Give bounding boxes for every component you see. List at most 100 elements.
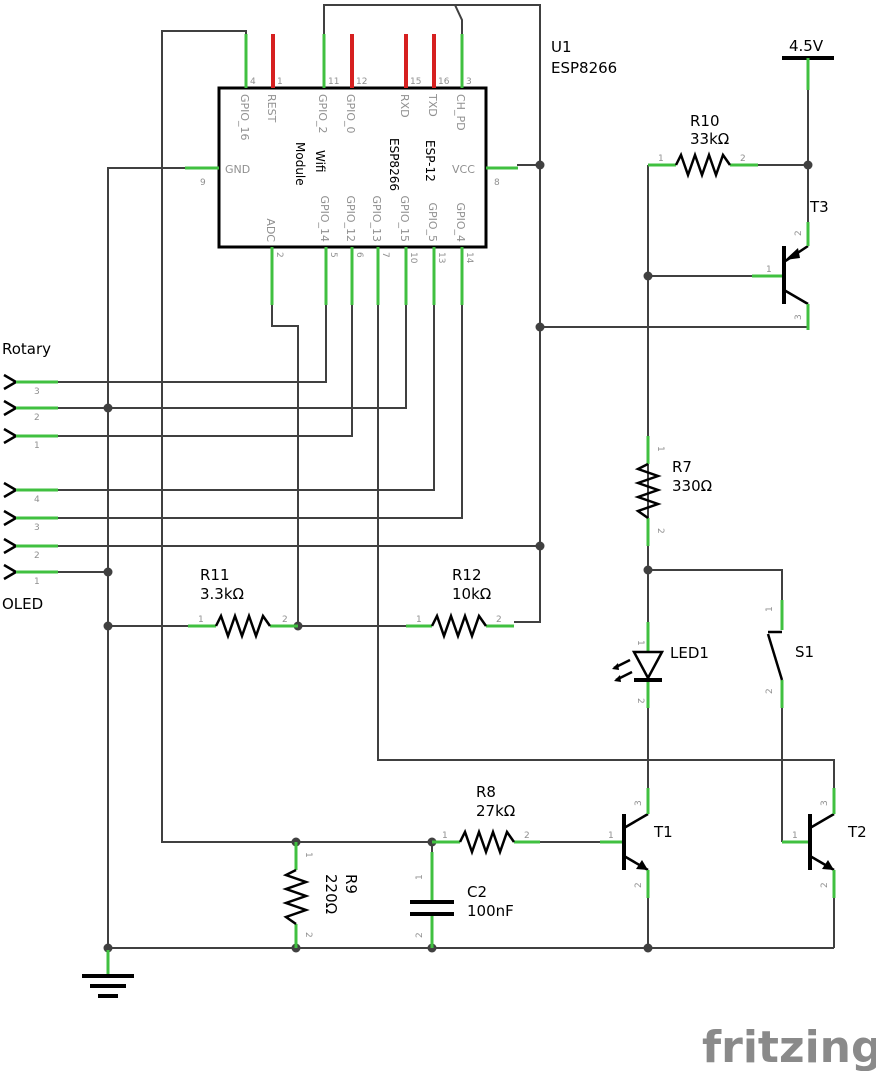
oled-pin-4: 4 — [34, 495, 40, 505]
switch-s1: 1 2 S1 — [765, 600, 814, 708]
oled-label: OLED — [2, 595, 43, 613]
t2-pin-3: 3 — [820, 800, 830, 806]
u1-chip-line2: ESP-12 — [423, 140, 437, 182]
resistor-r10: 1 2 R10 33kΩ — [648, 112, 758, 179]
r8-value: 27kΩ — [476, 802, 515, 820]
u1-pin-num-vcc: 8 — [494, 178, 500, 188]
u1-pin-gpio0: GPIO_0 — [344, 94, 357, 134]
r9-pin-1: 1 — [303, 852, 313, 858]
u1-pin-num-gpio5: 13 — [436, 252, 446, 263]
junction-nodes — [103, 160, 813, 953]
r7-value: 330Ω — [672, 477, 712, 495]
r11-value: 3.3kΩ — [200, 585, 244, 603]
u1-chip-line1: ESP8266 — [387, 138, 401, 191]
t2-pin-2: 2 — [820, 882, 830, 888]
u1-module-line1: Wifi — [313, 150, 327, 173]
s1-pin-2: 2 — [765, 688, 775, 694]
u1-pin-gpio15: GPIO_15 — [398, 195, 411, 242]
led1-ref: LED1 — [670, 644, 709, 662]
rotary-pin-3: 3 — [34, 387, 40, 397]
u1-pin-gpio16: GPIO_16 — [238, 94, 251, 141]
wires — [58, 4, 835, 975]
u1-pin-txd: TXD — [426, 93, 439, 117]
u1-pin-num-rest: 1 — [277, 77, 283, 87]
rotary-pin-1: 1 — [34, 441, 40, 451]
t3-ref: T3 — [809, 198, 829, 216]
t2-ref: T2 — [847, 823, 867, 841]
u1-esp8266: 4 1 11 12 15 16 3 9 8 2 5 6 7 10 13 14 G… — [185, 34, 617, 305]
u1-pin-num-gpio14: 5 — [328, 252, 338, 258]
r7-ref: R7 — [672, 458, 692, 476]
resistor-r12: 1 2 R12 10kΩ — [406, 566, 514, 640]
u1-pin-num-gnd: 9 — [200, 178, 206, 188]
rotary-label: Rotary — [2, 340, 51, 358]
u1-pin-vcc: VCC — [452, 163, 475, 176]
r9-ref: R9 — [342, 874, 360, 894]
u1-pin-num-gpio4: 14 — [464, 252, 474, 264]
t1-ref: T1 — [653, 823, 673, 841]
u1-module-line2: Module — [293, 142, 307, 186]
resistor-r8: 1 2 R8 27kΩ — [432, 783, 540, 856]
r11-ref: R11 — [200, 566, 230, 584]
u1-pin-gpio2: GPIO_2 — [316, 94, 329, 134]
s1-ref: S1 — [795, 643, 814, 661]
r10-value: 33kΩ — [690, 130, 729, 148]
capacitor-c2: 1 2 C2 100nF — [410, 852, 514, 948]
oled-connector: 4 3 2 1 OLED — [2, 481, 58, 613]
oled-pin-1: 1 — [34, 577, 40, 587]
c2-ref: C2 — [467, 883, 487, 901]
ground-icon — [82, 950, 134, 998]
r9-value: 220Ω — [322, 874, 340, 914]
r8-ref: R8 — [476, 783, 496, 801]
u1-pin-num-gpio15: 10 — [408, 252, 418, 264]
oled-pin-3: 3 — [34, 523, 40, 533]
r11-pin-2: 2 — [282, 615, 288, 625]
u1-pin-gpio13: GPIO_13 — [370, 195, 383, 242]
t1-pin-3: 3 — [634, 800, 644, 806]
transistor-t2: 1 3 2 T2 — [782, 788, 867, 898]
r12-ref: R12 — [452, 566, 482, 584]
transistor-t1: 1 3 2 T1 — [600, 788, 673, 898]
t3-pin-2: 2 — [794, 230, 804, 236]
t3-pin-1: 1 — [766, 265, 772, 275]
led1-pin-2: 2 — [635, 698, 645, 704]
r7-pin-1: 1 — [655, 446, 665, 452]
u1-pin-adc: ADC — [264, 218, 277, 242]
u1-pin-num-gpio2: 11 — [328, 77, 339, 87]
u1-pin-rxd: RXD — [398, 94, 411, 118]
u1-ref: U1 — [551, 38, 572, 56]
c2-pin-2: 2 — [415, 932, 425, 938]
transistor-t3: 1 2 3 T3 — [752, 198, 829, 330]
u1-pin-num-gpio16: 4 — [250, 77, 256, 87]
fritzing-logo: fritzing — [702, 1022, 876, 1071]
c2-pin-1: 1 — [415, 874, 425, 880]
r11-pin-1: 1 — [198, 615, 204, 625]
supply-4v5: 4.5V — [782, 37, 834, 90]
u1-pin-num-txd: 16 — [438, 77, 450, 87]
resistor-r7: 1 2 R7 330Ω — [634, 436, 712, 546]
s1-pin-1: 1 — [765, 606, 775, 612]
r12-pin-1: 1 — [416, 615, 422, 625]
supply-label: 4.5V — [789, 37, 824, 55]
r10-pin-1: 1 — [658, 154, 664, 164]
r10-pin-2: 2 — [740, 154, 746, 164]
t2-pin-1: 1 — [792, 831, 798, 841]
u1-pin-gpio14: GPIO_14 — [318, 195, 331, 242]
r8-pin-1: 1 — [442, 831, 448, 841]
t1-pin-2: 2 — [634, 882, 644, 888]
t3-pin-3: 3 — [794, 314, 804, 320]
rotary-connector: Rotary 3 2 1 — [2, 340, 58, 451]
c2-value: 100nF — [467, 902, 514, 920]
u1-pin-num-rxd: 15 — [410, 77, 421, 87]
r12-value: 10kΩ — [452, 585, 491, 603]
r8-pin-2: 2 — [524, 831, 530, 841]
resistor-r9: 1 2 R9 220Ω — [282, 842, 360, 948]
u1-pin-num-adc: 2 — [274, 252, 284, 258]
r12-pin-2: 2 — [496, 615, 502, 625]
u1-pin-num-gpio13: 7 — [380, 252, 390, 258]
led-led1: 1 2 LED1 — [612, 622, 709, 708]
u1-pin-gnd: GND — [225, 163, 250, 176]
oled-pin-2: 2 — [34, 551, 40, 561]
u1-pin-num-gpio0: 12 — [356, 77, 367, 87]
